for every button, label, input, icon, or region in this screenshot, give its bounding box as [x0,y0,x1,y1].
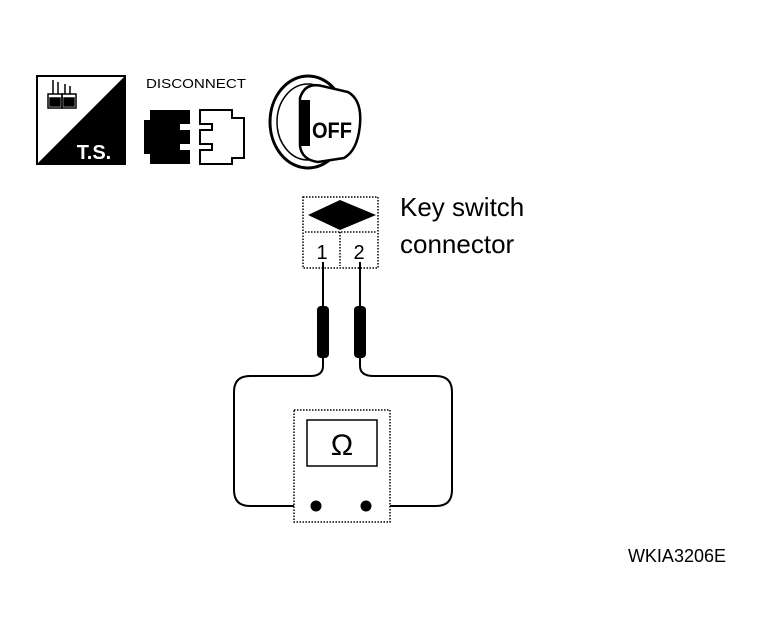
test-lead-1 [233,365,324,507]
ts-icon: T.S. [36,75,126,165]
connector-name-line1: Key switch [400,192,524,222]
connector-name-line2: connector [400,229,515,259]
ohmmeter-symbol: Ω [331,429,353,462]
connector-side-marker [308,200,376,230]
figure-id: WKIA3206E [628,546,726,566]
ts-connector-sketch [47,80,77,109]
ohmmeter-terminal-left [310,500,322,512]
probe-2 [354,262,366,366]
connector-pin-2: 2 [353,242,364,264]
ohmmeter: Ω [293,409,391,523]
ignition-key-head [298,84,362,164]
ignition-off-icon: OFF [268,74,362,170]
ohmmeter-terminal-right [360,500,372,512]
test-lead-2 [359,365,453,507]
disconnect-icon: DISCONNECT [144,76,246,165]
ohmmeter-display [306,419,378,467]
disconnect-label: DISCONNECT [146,76,246,91]
probe-1 [317,262,329,366]
disconnect-right-half [199,109,245,165]
connector-pin-1: 1 [316,242,327,264]
disconnect-left-half [144,110,190,164]
ignition-off-label: OFF [312,118,352,143]
ts-icon-label: T.S. [77,142,111,164]
key-switch-connector: 1 2 [302,196,379,269]
